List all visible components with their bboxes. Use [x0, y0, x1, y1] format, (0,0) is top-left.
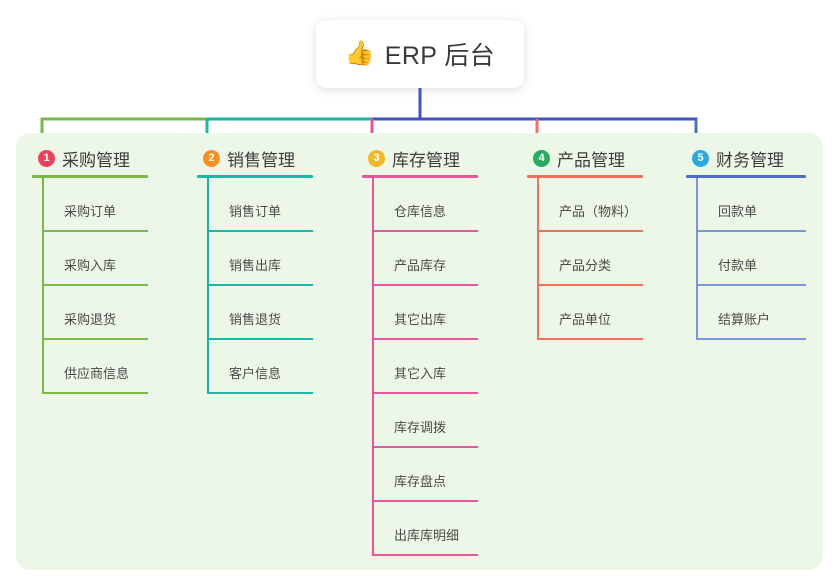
root-node-title: ERP 后台: [384, 42, 496, 70]
menu-item-label: 销售出库: [229, 257, 282, 273]
menu-item-label: 其它出库: [394, 311, 447, 327]
menu-item[interactable]: 其它入库: [374, 340, 478, 394]
diagram-panel: [16, 133, 823, 570]
menu-item[interactable]: 销售退货: [209, 286, 313, 340]
column-branch: 采购订单采购入库采购退货供应商信息: [42, 178, 148, 394]
column-title: 采购管理: [62, 150, 130, 170]
menu-item[interactable]: 采购入库: [44, 232, 148, 286]
column-header-rule: [197, 175, 313, 178]
column-header-rule: [362, 175, 478, 178]
menu-item-label: 产品库存: [394, 257, 447, 273]
menu-item[interactable]: 采购订单: [44, 178, 148, 232]
column-branch: 仓库信息产品库存其它出库其它入库库存调拨库存盘点出库库明细: [372, 178, 478, 556]
menu-item[interactable]: 产品（物料）: [539, 178, 643, 232]
column-header-rule: [32, 175, 148, 178]
column-number-badge: 3: [368, 149, 385, 167]
column-branch: 回款单付款单结算账户: [696, 178, 806, 340]
column-header-rule: [686, 175, 806, 178]
column-number-badge: 2: [203, 149, 220, 167]
menu-item-label: 销售订单: [229, 203, 282, 219]
column-header-rule: [527, 175, 643, 178]
menu-item-label: 出库库明细: [394, 527, 460, 543]
menu-item[interactable]: 产品分类: [539, 232, 643, 286]
column-5: 5 财务管理回款单付款单结算账户: [686, 145, 806, 340]
thumbs-up-icon: 👍: [344, 40, 375, 67]
column-header-4[interactable]: 4 产品管理: [527, 145, 643, 171]
column-number-badge: 1: [38, 149, 55, 167]
column-title: 产品管理: [557, 150, 625, 170]
root-node-content: 👍 ERP 后台: [345, 36, 495, 72]
menu-item[interactable]: 产品单位: [539, 286, 643, 340]
menu-item[interactable]: 仓库信息: [374, 178, 478, 232]
menu-item[interactable]: 其它出库: [374, 286, 478, 340]
column-2: 2 销售管理销售订单销售出库销售退货客户信息: [197, 145, 313, 394]
menu-item[interactable]: 结算账户: [698, 286, 806, 340]
column-number-badge: 5: [692, 149, 709, 167]
column-branch: 销售订单销售出库销售退货客户信息: [207, 178, 313, 394]
column-3: 3 库存管理仓库信息产品库存其它出库其它入库库存调拨库存盘点出库库明细: [362, 145, 478, 556]
menu-item-label: 采购退货: [64, 311, 117, 327]
menu-item[interactable]: 客户信息: [209, 340, 313, 394]
column-header-3[interactable]: 3 库存管理: [362, 145, 478, 171]
menu-item-label: 仓库信息: [394, 203, 447, 219]
menu-item-label: 销售退货: [229, 311, 282, 327]
menu-item-label: 采购入库: [64, 257, 117, 273]
menu-item-label: 产品单位: [559, 311, 612, 327]
menu-item[interactable]: 供应商信息: [44, 340, 148, 394]
menu-item-label: 库存盘点: [394, 473, 447, 489]
menu-item-label: 产品（物料）: [559, 203, 638, 219]
column-1: 1 采购管理采购订单采购入库采购退货供应商信息: [32, 145, 148, 394]
menu-item[interactable]: 销售出库: [209, 232, 313, 286]
column-header-5[interactable]: 5 财务管理: [686, 145, 806, 171]
column-title: 库存管理: [392, 150, 460, 170]
menu-item-label: 客户信息: [229, 365, 282, 381]
column-title: 销售管理: [227, 150, 295, 170]
root-node-card[interactable]: 👍 ERP 后台: [316, 20, 524, 88]
menu-item-label: 产品分类: [559, 257, 612, 273]
menu-item-label: 结算账户: [718, 311, 771, 327]
menu-item-label: 供应商信息: [64, 365, 130, 381]
column-branch: 产品（物料） 产品分类产品单位: [537, 178, 643, 340]
column-header-2[interactable]: 2 销售管理: [197, 145, 313, 171]
menu-item[interactable]: 库存调拨: [374, 394, 478, 448]
menu-item[interactable]: 付款单: [698, 232, 806, 286]
column-number-badge: 4: [533, 149, 550, 167]
menu-item[interactable]: 库存盘点: [374, 448, 478, 502]
menu-item-label: 回款单: [718, 203, 758, 219]
menu-item[interactable]: 销售订单: [209, 178, 313, 232]
menu-item-label: 库存调拨: [394, 419, 447, 435]
column-4: 4 产品管理产品（物料） 产品分类产品单位: [527, 145, 643, 340]
column-title: 财务管理: [716, 150, 784, 170]
menu-item[interactable]: 采购退货: [44, 286, 148, 340]
menu-item[interactable]: 出库库明细: [374, 502, 478, 556]
menu-item[interactable]: 回款单: [698, 178, 806, 232]
menu-item-label: 采购订单: [64, 203, 117, 219]
menu-item-label: 付款单: [718, 257, 758, 273]
menu-item[interactable]: 产品库存: [374, 232, 478, 286]
column-header-1[interactable]: 1 采购管理: [32, 145, 148, 171]
menu-item-label: 其它入库: [394, 365, 447, 381]
